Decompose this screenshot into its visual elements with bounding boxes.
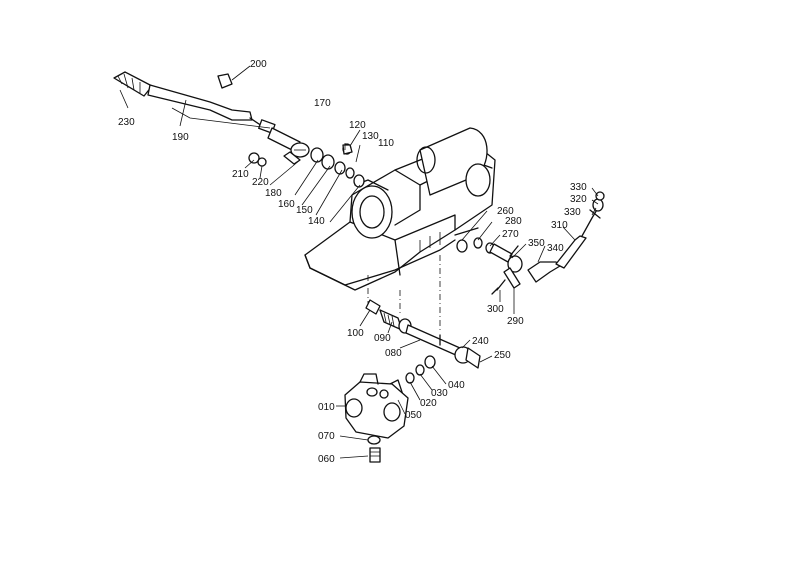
part-label-260: 260 — [497, 206, 514, 217]
part-label-230: 230 — [118, 117, 135, 128]
part-label-110: 110 — [378, 138, 394, 149]
part-label-010: 010 — [318, 402, 335, 413]
part-label-060: 060 — [318, 454, 335, 465]
part-label-290: 290 — [507, 316, 524, 327]
valve-body — [344, 373, 409, 463]
part-label-150: 150 — [296, 205, 313, 216]
part-label-140: 140 — [308, 216, 325, 227]
part-label-200: 200 — [250, 59, 267, 70]
part-label-030: 030 — [431, 388, 448, 399]
gear-shift-lever — [113, 71, 310, 165]
part-label-270: 270 — [502, 229, 519, 240]
transmission-housing — [304, 127, 496, 330]
part-label-090: 090 — [374, 333, 391, 344]
part-label-160: 160 — [278, 199, 295, 210]
part-label-070: 070 — [318, 431, 335, 442]
part-label-210: 210 — [232, 169, 249, 180]
part-label-330-top: 330 — [570, 182, 587, 193]
part-label-280: 280 — [505, 216, 522, 227]
part-label-220: 220 — [252, 177, 269, 188]
right-linkage — [454, 191, 605, 295]
part-label-350: 350 — [528, 238, 545, 249]
part-label-310: 310 — [551, 220, 568, 231]
part-label-340: 340 — [547, 243, 564, 254]
lever-pivot-parts — [217, 73, 365, 188]
part-label-130: 130 — [362, 131, 379, 142]
part-label-320: 320 — [570, 194, 587, 205]
part-label-250: 250 — [494, 350, 511, 361]
part-label-040: 040 — [448, 380, 465, 391]
part-label-300: 300 — [487, 304, 504, 315]
part-label-190: 190 — [172, 132, 189, 143]
part-label-330-bottom: 330 — [564, 207, 581, 218]
part-label-080: 080 — [385, 348, 402, 359]
part-label-020: 020 — [420, 398, 437, 409]
part-labels: 200 230 190 170 120 130 110 210 220 180 … — [118, 59, 587, 465]
part-label-050: 050 — [405, 410, 422, 421]
part-label-240: 240 — [472, 336, 489, 347]
part-label-120: 120 — [349, 120, 366, 131]
part-label-100: 100 — [347, 328, 364, 339]
leader-lines — [119, 65, 599, 459]
part-label-180: 180 — [265, 188, 282, 199]
part-label-170: 170 — [314, 98, 331, 109]
